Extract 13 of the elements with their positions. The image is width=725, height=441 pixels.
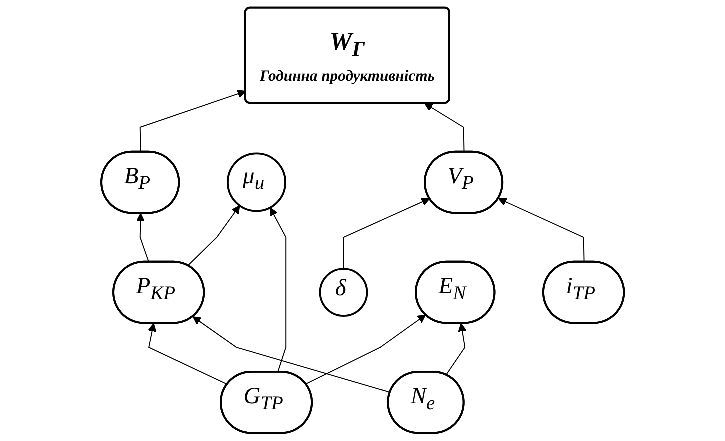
arrow <box>424 103 464 153</box>
arrow <box>498 198 584 263</box>
arrow <box>342 198 430 270</box>
node-circle: μ$_{u}$ <box>226 152 286 212</box>
arrow <box>445 323 466 376</box>
arrow <box>140 90 246 153</box>
arrow <box>305 314 426 385</box>
arrow <box>192 316 391 394</box>
arrow <box>148 323 228 386</box>
arrow <box>187 205 240 266</box>
arrow <box>136 213 150 263</box>
node-circle: δ <box>318 268 368 317</box>
arrow <box>270 208 286 373</box>
